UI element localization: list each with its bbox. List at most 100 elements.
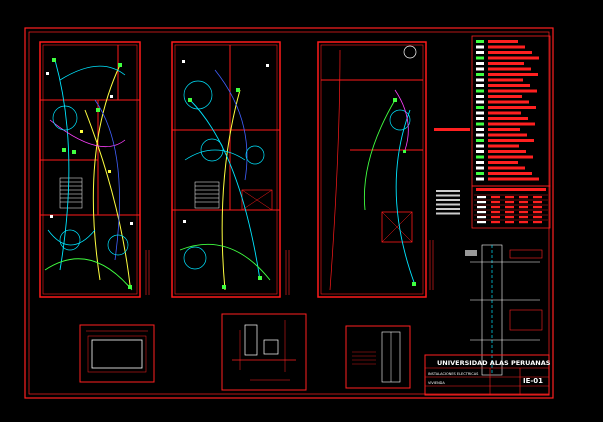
circuit-cell	[519, 211, 528, 214]
legend-label	[488, 89, 537, 93]
legend-symbol	[476, 73, 484, 76]
circuit-cell	[505, 211, 514, 214]
legend-label	[488, 100, 529, 104]
legend-symbol	[476, 111, 484, 115]
legend-label	[488, 144, 519, 148]
notes-block	[434, 128, 470, 215]
detail-3	[345, 325, 411, 389]
legend-label	[488, 128, 520, 131]
sheet-inner-border	[28, 31, 550, 395]
legend-label	[488, 111, 521, 115]
legend-symbol	[476, 40, 484, 43]
legend-symbol	[476, 100, 484, 104]
legend-symbol	[476, 177, 484, 181]
note-line	[434, 128, 470, 131]
circuit-cell	[533, 211, 542, 214]
legend-symbol	[476, 133, 484, 137]
sheet-outer-border	[24, 27, 554, 399]
project-title: INSTALACIONES ELECTRICAS	[428, 372, 479, 376]
legend-symbol	[476, 89, 484, 93]
legend-label	[488, 45, 525, 49]
legend-label	[488, 67, 531, 71]
circuit-cell	[491, 211, 500, 214]
legend-label	[488, 150, 526, 153]
circuit-cell	[491, 216, 500, 219]
note-line	[436, 208, 460, 210]
legend-label	[488, 117, 528, 120]
legend-label	[488, 177, 539, 181]
floor-plan-3	[317, 41, 427, 298]
legend-label	[488, 78, 523, 82]
circuit-cell	[477, 206, 486, 209]
circuit-cell	[533, 221, 542, 224]
legend-symbol	[476, 128, 484, 131]
note-line	[436, 203, 460, 206]
legend-label	[488, 95, 522, 98]
legend-label	[488, 84, 530, 87]
legend-label	[488, 73, 538, 76]
circuit-cell	[477, 221, 486, 224]
legend-symbol	[476, 84, 484, 87]
legend-label	[488, 106, 536, 109]
circuit-cell	[519, 201, 528, 204]
legend-symbol	[476, 95, 484, 98]
legend-label	[488, 155, 533, 159]
circuit-cell	[519, 206, 528, 209]
title-block: UNIVERSIDAD ALAS PERUANAS INSTALACIONES …	[424, 354, 551, 396]
circuit-cell	[505, 216, 514, 219]
circuit-cell	[491, 201, 500, 204]
legend-table	[471, 35, 551, 187]
legend-label	[488, 166, 525, 170]
legend-symbol	[476, 67, 484, 71]
legend-symbol	[476, 62, 484, 65]
legend-label	[488, 172, 532, 175]
legend-symbol	[476, 117, 484, 120]
legend-symbol	[476, 56, 484, 60]
riser-diagram	[465, 244, 543, 376]
note-line	[436, 212, 460, 215]
note-line	[436, 190, 460, 192]
circuit-cell	[491, 221, 500, 224]
legend-symbol	[476, 161, 484, 164]
circuit-cell	[533, 196, 542, 199]
circuit-cell	[477, 201, 486, 204]
plan-annotations	[145, 240, 434, 295]
circuit-cell	[491, 206, 500, 209]
legend-symbol	[476, 155, 484, 159]
legend-symbol	[476, 172, 484, 175]
sheet-code: IE-01	[523, 377, 543, 385]
legend-symbol	[476, 144, 484, 148]
legend-label	[488, 62, 524, 65]
legend-label	[488, 122, 535, 126]
note-line	[436, 199, 460, 201]
circuit-cell	[477, 211, 486, 214]
legend-symbol	[476, 139, 484, 142]
circuit-cell	[505, 201, 514, 204]
detail-2	[221, 313, 307, 391]
legend-symbol	[476, 122, 484, 126]
detail-1	[79, 324, 155, 383]
project-subtitle: VIVIENDA	[428, 381, 445, 385]
circuit-table	[471, 185, 551, 229]
legend-symbol	[476, 51, 484, 54]
legend-symbol	[476, 45, 484, 49]
legend-label	[488, 161, 518, 164]
circuit-cell	[505, 221, 514, 224]
circuit-cell	[505, 206, 514, 209]
legend-symbol	[476, 78, 484, 82]
university-name: UNIVERSIDAD ALAS PERUANAS	[437, 359, 551, 367]
circuit-cell	[533, 216, 542, 219]
floor-plan-1	[39, 41, 141, 298]
circuit-cell	[533, 206, 542, 209]
circuit-cell	[519, 196, 528, 199]
legend-label	[488, 133, 527, 137]
circuit-cell	[477, 216, 486, 219]
legend-label	[488, 40, 518, 43]
circuit-cell	[505, 196, 514, 199]
legend-symbol	[476, 150, 484, 153]
legend-symbol	[476, 166, 484, 170]
legend-label	[488, 139, 534, 142]
legend-label	[488, 51, 532, 54]
